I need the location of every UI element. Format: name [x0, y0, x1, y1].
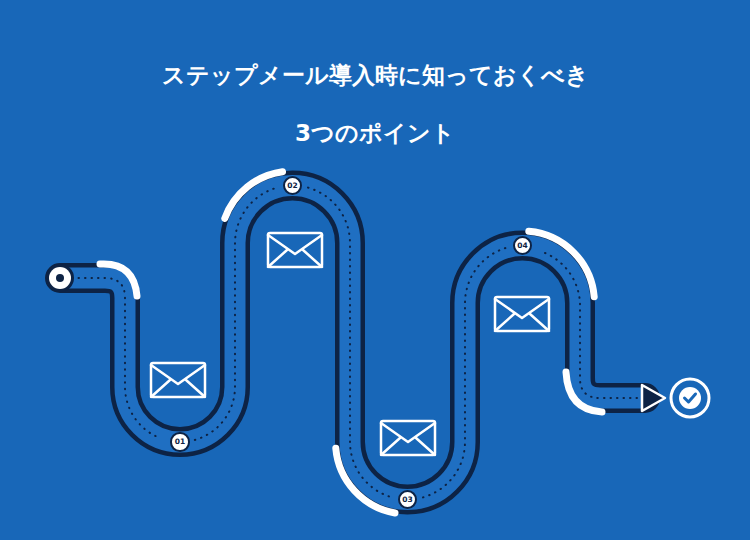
step-number-circle: 04 — [513, 236, 532, 255]
envelope-icon — [268, 233, 322, 267]
start-point — [46, 264, 74, 292]
step-number-circle: 03 — [398, 490, 417, 509]
arrow-head — [642, 385, 665, 411]
callout-number: 03 — [402, 496, 412, 504]
callout-number: 01 — [175, 438, 185, 446]
check-icon — [671, 379, 709, 417]
callout-number: 02 — [287, 182, 297, 190]
highlight-arc — [225, 172, 283, 219]
road-surface — [60, 186, 645, 500]
step-number-circle: 01 — [170, 432, 189, 451]
road-connector — [195, 188, 277, 440]
road-border — [60, 186, 645, 500]
highlight-arc — [336, 448, 395, 513]
highlight-arc — [566, 372, 602, 412]
title-text: ステップメール導入時に知っておくべき 3つのポイント — [135, 46, 615, 162]
road-connector — [423, 248, 507, 498]
highlight-arc — [100, 264, 137, 296]
highlight-arc — [529, 231, 594, 296]
envelope-icon — [381, 421, 435, 455]
road-connector — [308, 188, 392, 498]
envelope-icon — [151, 363, 205, 397]
envelope-icon — [495, 297, 549, 331]
callout-number: 04 — [517, 242, 527, 250]
step-number-circle: 02 — [283, 176, 302, 195]
road-dots — [72, 278, 160, 438]
